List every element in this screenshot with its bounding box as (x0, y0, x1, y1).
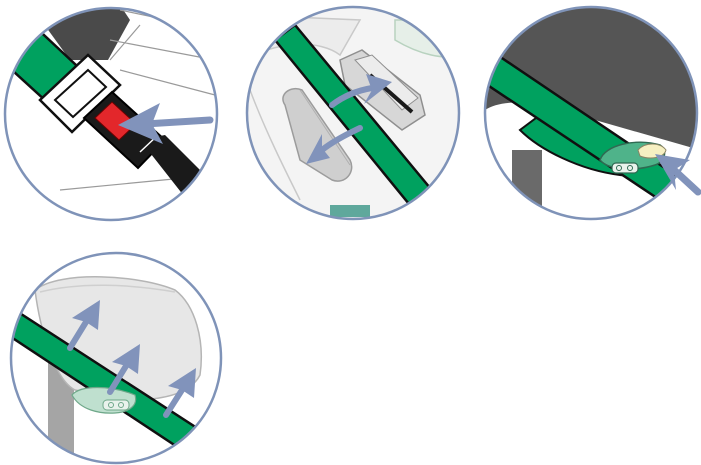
panel-2 (245, 7, 460, 219)
panel-3 (480, 5, 700, 220)
bottom-tab (330, 205, 370, 217)
panel-1 (0, 5, 230, 220)
seat-leg (512, 150, 542, 220)
panel-4 (8, 253, 221, 465)
